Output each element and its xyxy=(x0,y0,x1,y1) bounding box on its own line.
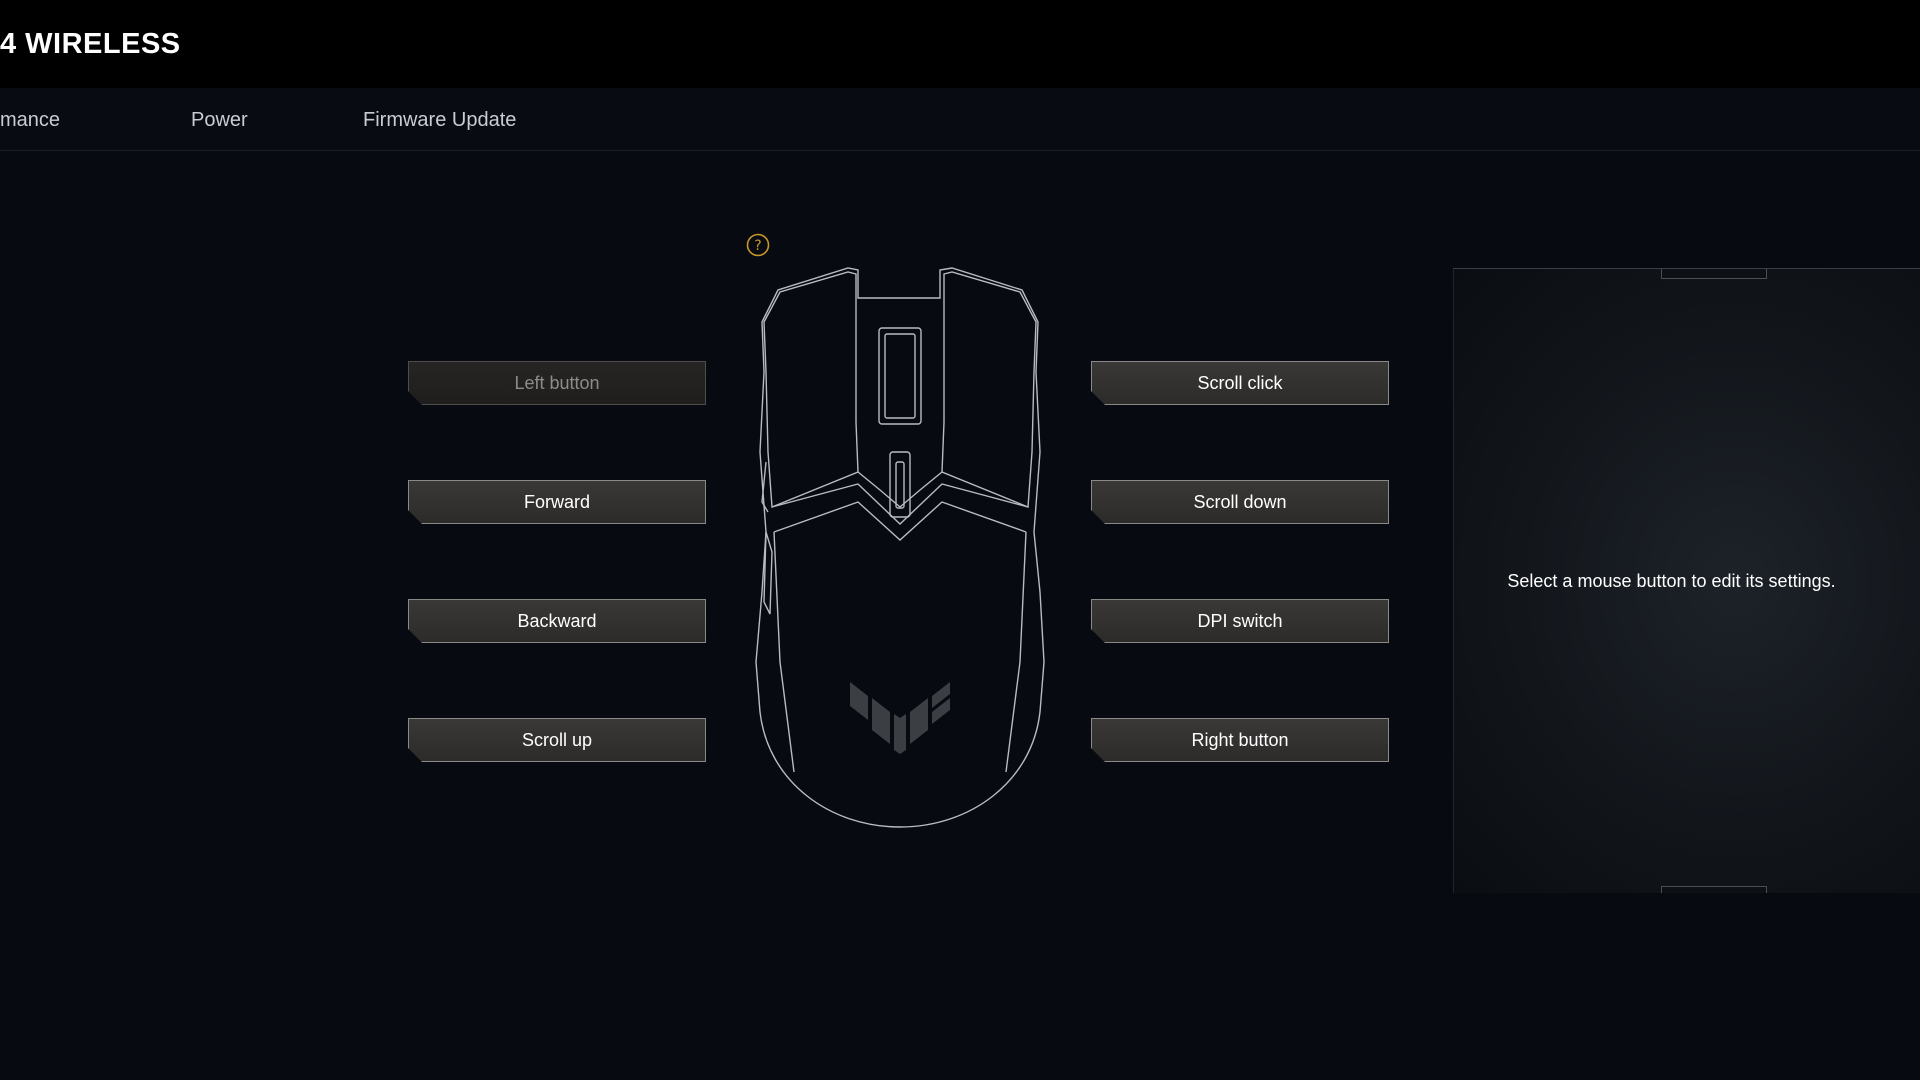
mouse-illustration xyxy=(755,267,1045,828)
tab-performance[interactable]: mance xyxy=(0,109,61,131)
scroll-up-assign[interactable]: Scroll up xyxy=(408,718,706,762)
right-button-assign[interactable]: Right button xyxy=(1091,718,1389,762)
tab-firmware-update[interactable]: Firmware Update xyxy=(363,109,517,131)
left-button-assign[interactable]: Left button xyxy=(408,361,706,405)
panel-notch-top xyxy=(1661,269,1767,279)
brand-logo-icon xyxy=(850,682,950,754)
backward-button-assign[interactable]: Backward xyxy=(408,599,706,643)
tab-power[interactable]: Power xyxy=(191,109,248,131)
button-settings-panel: Select a mouse button to edit its settin… xyxy=(1453,268,1920,893)
tab-bar: mance Power Firmware Update xyxy=(0,88,1920,151)
device-title: 4 WIRELESS xyxy=(0,28,181,60)
panel-notch-bottom xyxy=(1661,886,1767,893)
scroll-click-assign[interactable]: Scroll click xyxy=(1091,361,1389,405)
forward-button-assign[interactable]: Forward xyxy=(408,480,706,524)
settings-hint: Select a mouse button to edit its settin… xyxy=(1507,571,1836,591)
help-icon[interactable]: ? xyxy=(746,233,770,257)
help-glyph: ? xyxy=(754,238,761,254)
title-bar: 4 WIRELESS xyxy=(0,0,1920,88)
dpi-switch-assign[interactable]: DPI switch xyxy=(1091,599,1389,643)
scroll-down-assign[interactable]: Scroll down xyxy=(1091,480,1389,524)
